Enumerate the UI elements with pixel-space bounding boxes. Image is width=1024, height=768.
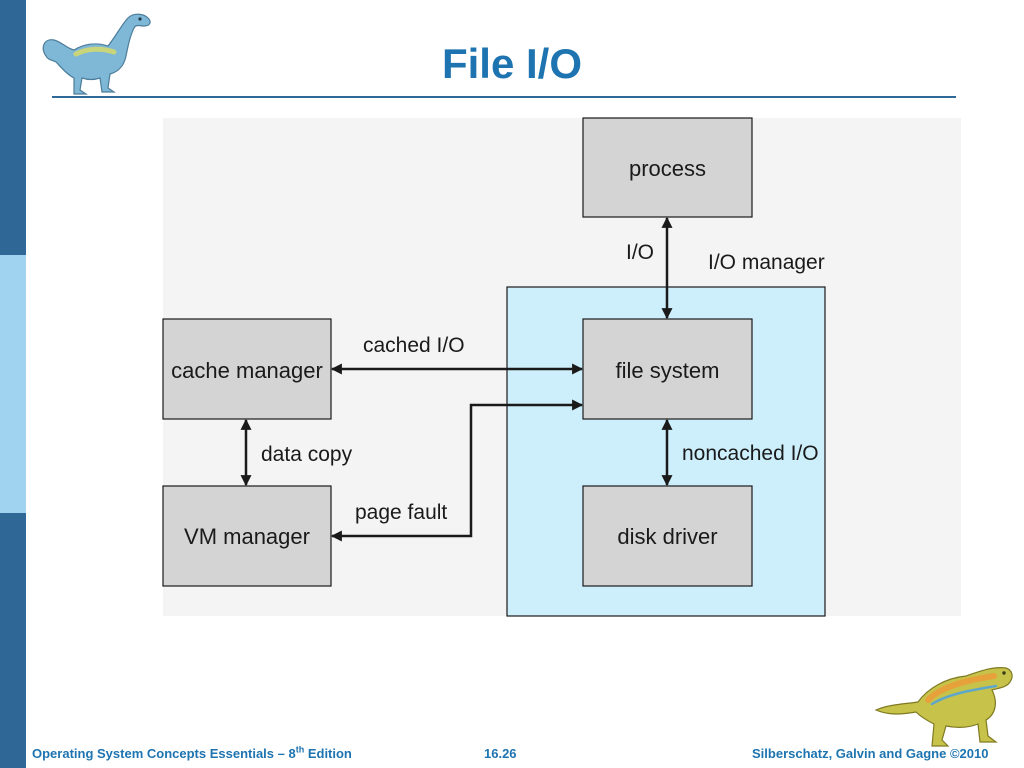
page-fault-label: page fault [355,501,447,524]
dinosaur-icon [42,13,151,95]
disk-driver-node [582,485,753,587]
io-label: I/O [626,241,654,264]
slide-number: 16.26 [484,746,517,761]
process-node [582,117,753,218]
title-divider [52,96,956,98]
disk-driver-label: disk driver [617,524,717,549]
vm-manager-label: VM manager [184,524,310,549]
footer-edition-word: Edition [304,746,352,761]
footer-book-title-text: Operating System Concepts Essentials – 8 [32,746,296,761]
page-title: File I/O [441,40,583,87]
process-label: process [629,156,706,181]
footer-copyright: Silberschatz, Galvin and Gagne ©2010 [752,746,989,761]
noncached-io-label: noncached I/O [682,442,819,465]
io-manager-label: I/O manager [708,251,825,274]
dinosaur-icon [874,667,1013,747]
file-system-label: file system [616,358,720,383]
sidebar-accent [0,255,26,513]
data-copy-label: data copy [261,443,353,466]
vm-manager-node [162,485,332,587]
footer-edition-superscript: th [295,744,305,755]
cache-manager-label: cache manager [171,358,323,383]
cached-io-label: cached I/O [363,334,465,357]
page-fault-arrow [330,399,584,542]
footer-book-title: Operating System Concepts Essentials – 8… [32,744,352,761]
